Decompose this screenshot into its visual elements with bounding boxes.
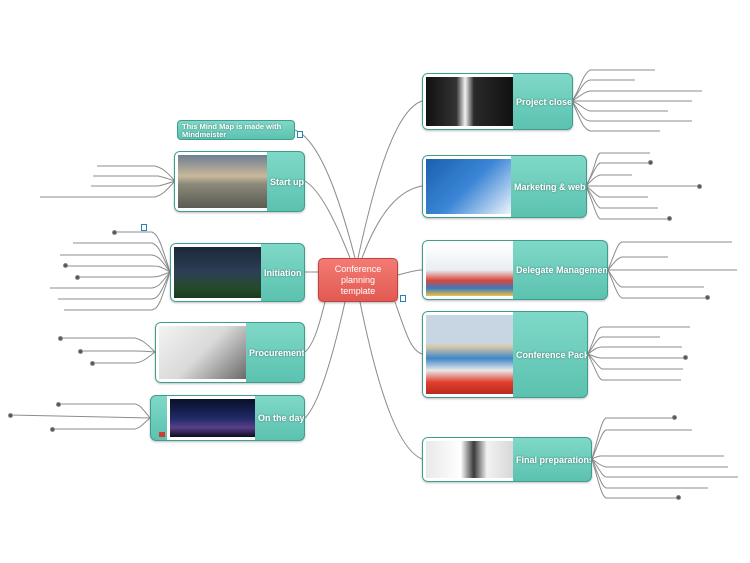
central-topic-line-2: planning (340, 274, 376, 285)
team-huddle-photo (171, 244, 261, 301)
crowd-illustration (423, 241, 513, 299)
link-dot-icon[interactable] (63, 263, 68, 268)
central-topic[interactable]: Conference planning template (318, 258, 398, 302)
link-dot-icon[interactable] (75, 275, 80, 280)
road-horizon-photo (175, 152, 267, 211)
topic-label: Conference Pack (516, 349, 588, 360)
topic-marketing-web[interactable]: Marketing & web (422, 155, 587, 218)
marketing-whiteboard-photo (423, 156, 511, 217)
topic-label: Final preparations (516, 454, 592, 465)
central-topic-line-3: template (340, 285, 376, 296)
link-dot-icon[interactable] (50, 427, 55, 432)
topic-label: Initiation (264, 267, 302, 278)
link-dot-icon[interactable] (56, 402, 61, 407)
topic-project-close[interactable]: Project close (422, 73, 573, 130)
topic-start-up[interactable]: Start up (174, 151, 305, 212)
link-dot-icon[interactable] (78, 349, 83, 354)
topic-final-preparations[interactable]: Final preparations (422, 437, 592, 482)
link-dot-icon[interactable] (697, 184, 702, 189)
note-line-1: This Mind Map is made with (182, 122, 282, 131)
topic-initiation[interactable]: Initiation (170, 243, 305, 302)
topic-conference-pack[interactable]: Conference Pack (422, 311, 588, 398)
calculator-photo (156, 323, 246, 382)
topic-label: Marketing & web (514, 181, 586, 192)
stack-of-books-photo (423, 312, 513, 397)
red-flag-icon (159, 432, 165, 437)
topic-on-the-day[interactable]: On the day! (150, 395, 305, 441)
mindmeister-note[interactable]: This Mind Map is made with Mindmeister (177, 120, 295, 140)
link-dot-icon[interactable] (8, 413, 13, 418)
topic-label: On the day! (258, 413, 305, 423)
topic-delegate-management[interactable]: Delegate Management (422, 240, 608, 300)
topic-label: Start up (270, 176, 305, 187)
presentation-photo (423, 438, 513, 481)
link-dot-icon[interactable] (112, 230, 117, 235)
handshake-photo (423, 74, 513, 129)
note-icon[interactable] (297, 131, 303, 138)
link-dot-icon[interactable] (90, 361, 95, 366)
note-icon[interactable] (400, 295, 406, 302)
link-dot-icon[interactable] (672, 415, 677, 420)
link-dot-icon[interactable] (683, 355, 688, 360)
note-icon[interactable] (141, 224, 147, 231)
link-dot-icon[interactable] (667, 216, 672, 221)
topic-label: Project close (516, 96, 573, 107)
link-dot-icon[interactable] (648, 160, 653, 165)
central-topic-line-1: Conference (334, 263, 382, 274)
note-line-2: Mindmeister (182, 130, 227, 139)
link-dot-icon[interactable] (676, 495, 681, 500)
link-dot-icon[interactable] (58, 336, 63, 341)
stage-audience-photo (167, 396, 255, 440)
link-dot-icon[interactable] (705, 295, 710, 300)
topic-procurement[interactable]: Procurement (155, 322, 305, 383)
topic-label: Procurement (249, 347, 305, 358)
topic-label: Delegate Management (516, 265, 608, 275)
